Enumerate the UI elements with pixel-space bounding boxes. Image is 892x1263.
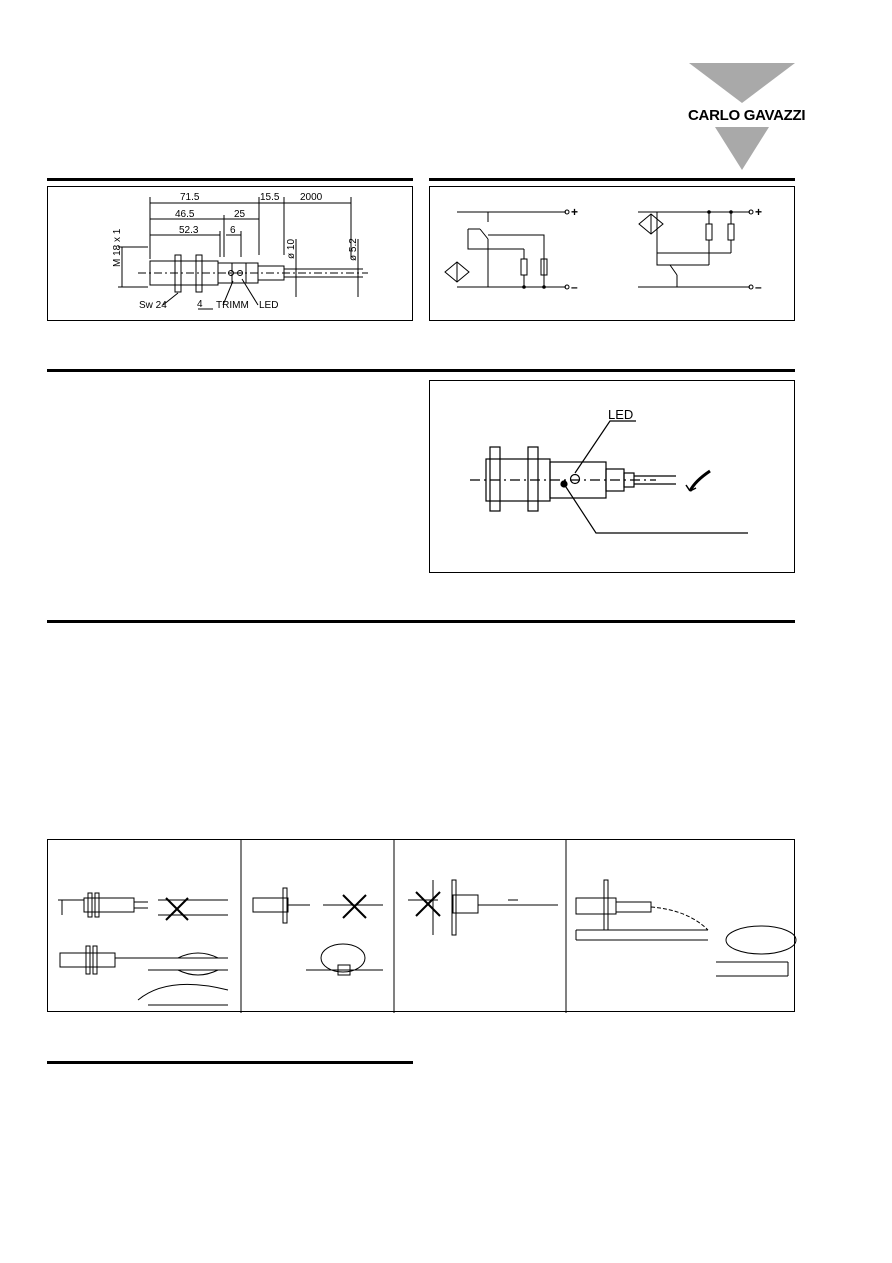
installation-figure bbox=[58, 840, 797, 1013]
dim-6: 6 bbox=[230, 225, 236, 236]
dimensions-figure bbox=[118, 197, 368, 310]
minus-label-right: – bbox=[755, 280, 762, 294]
adjustment-figure bbox=[470, 420, 748, 534]
wiring-diagrams: + – + – bbox=[429, 186, 795, 321]
cross-icon bbox=[342, 894, 367, 919]
section-rule-description bbox=[47, 369, 795, 372]
dim-46-5: 46.5 bbox=[175, 209, 195, 220]
resistor-icon bbox=[540, 258, 548, 276]
trimmer-label: TRIMM bbox=[216, 300, 249, 311]
brand-name: CARLO GAVAZZI bbox=[688, 107, 806, 124]
section-rule-dimensions bbox=[47, 178, 413, 181]
section-rule-bottom bbox=[47, 1061, 413, 1064]
led-callout-label: LED bbox=[608, 407, 633, 422]
section-rule-installation bbox=[47, 620, 795, 623]
minus-label-left: – bbox=[571, 280, 578, 294]
dim-15-5: 15.5 bbox=[260, 192, 280, 203]
dia-cable-label: ø 5.2 bbox=[348, 238, 359, 261]
thread-label: M 18 x 1 bbox=[112, 228, 123, 267]
dia-body-label: ø 10 bbox=[286, 239, 297, 259]
wrench-label: Sw 24 bbox=[139, 300, 167, 311]
plus-label-right: + bbox=[755, 205, 762, 219]
wiring-figure bbox=[444, 209, 754, 290]
dim-25: 25 bbox=[234, 209, 246, 220]
section-rule-wiring bbox=[429, 178, 795, 181]
installation-hints bbox=[47, 839, 797, 1013]
adjustment-drawing: LED bbox=[429, 380, 795, 573]
dim-2000: 2000 bbox=[300, 192, 323, 203]
dim-71-5: 71.5 bbox=[180, 192, 200, 203]
dim-52-3: 52.3 bbox=[179, 225, 199, 236]
dim-4: 4 bbox=[197, 299, 203, 310]
cross-icon bbox=[415, 891, 441, 917]
cross-icon bbox=[165, 897, 189, 921]
dimensions-drawing: 71.5 15.5 2000 46.5 25 52.3 6 4 M 18 x 1… bbox=[47, 186, 413, 321]
led-label: LED bbox=[259, 300, 278, 311]
plus-label-left: + bbox=[571, 205, 578, 219]
